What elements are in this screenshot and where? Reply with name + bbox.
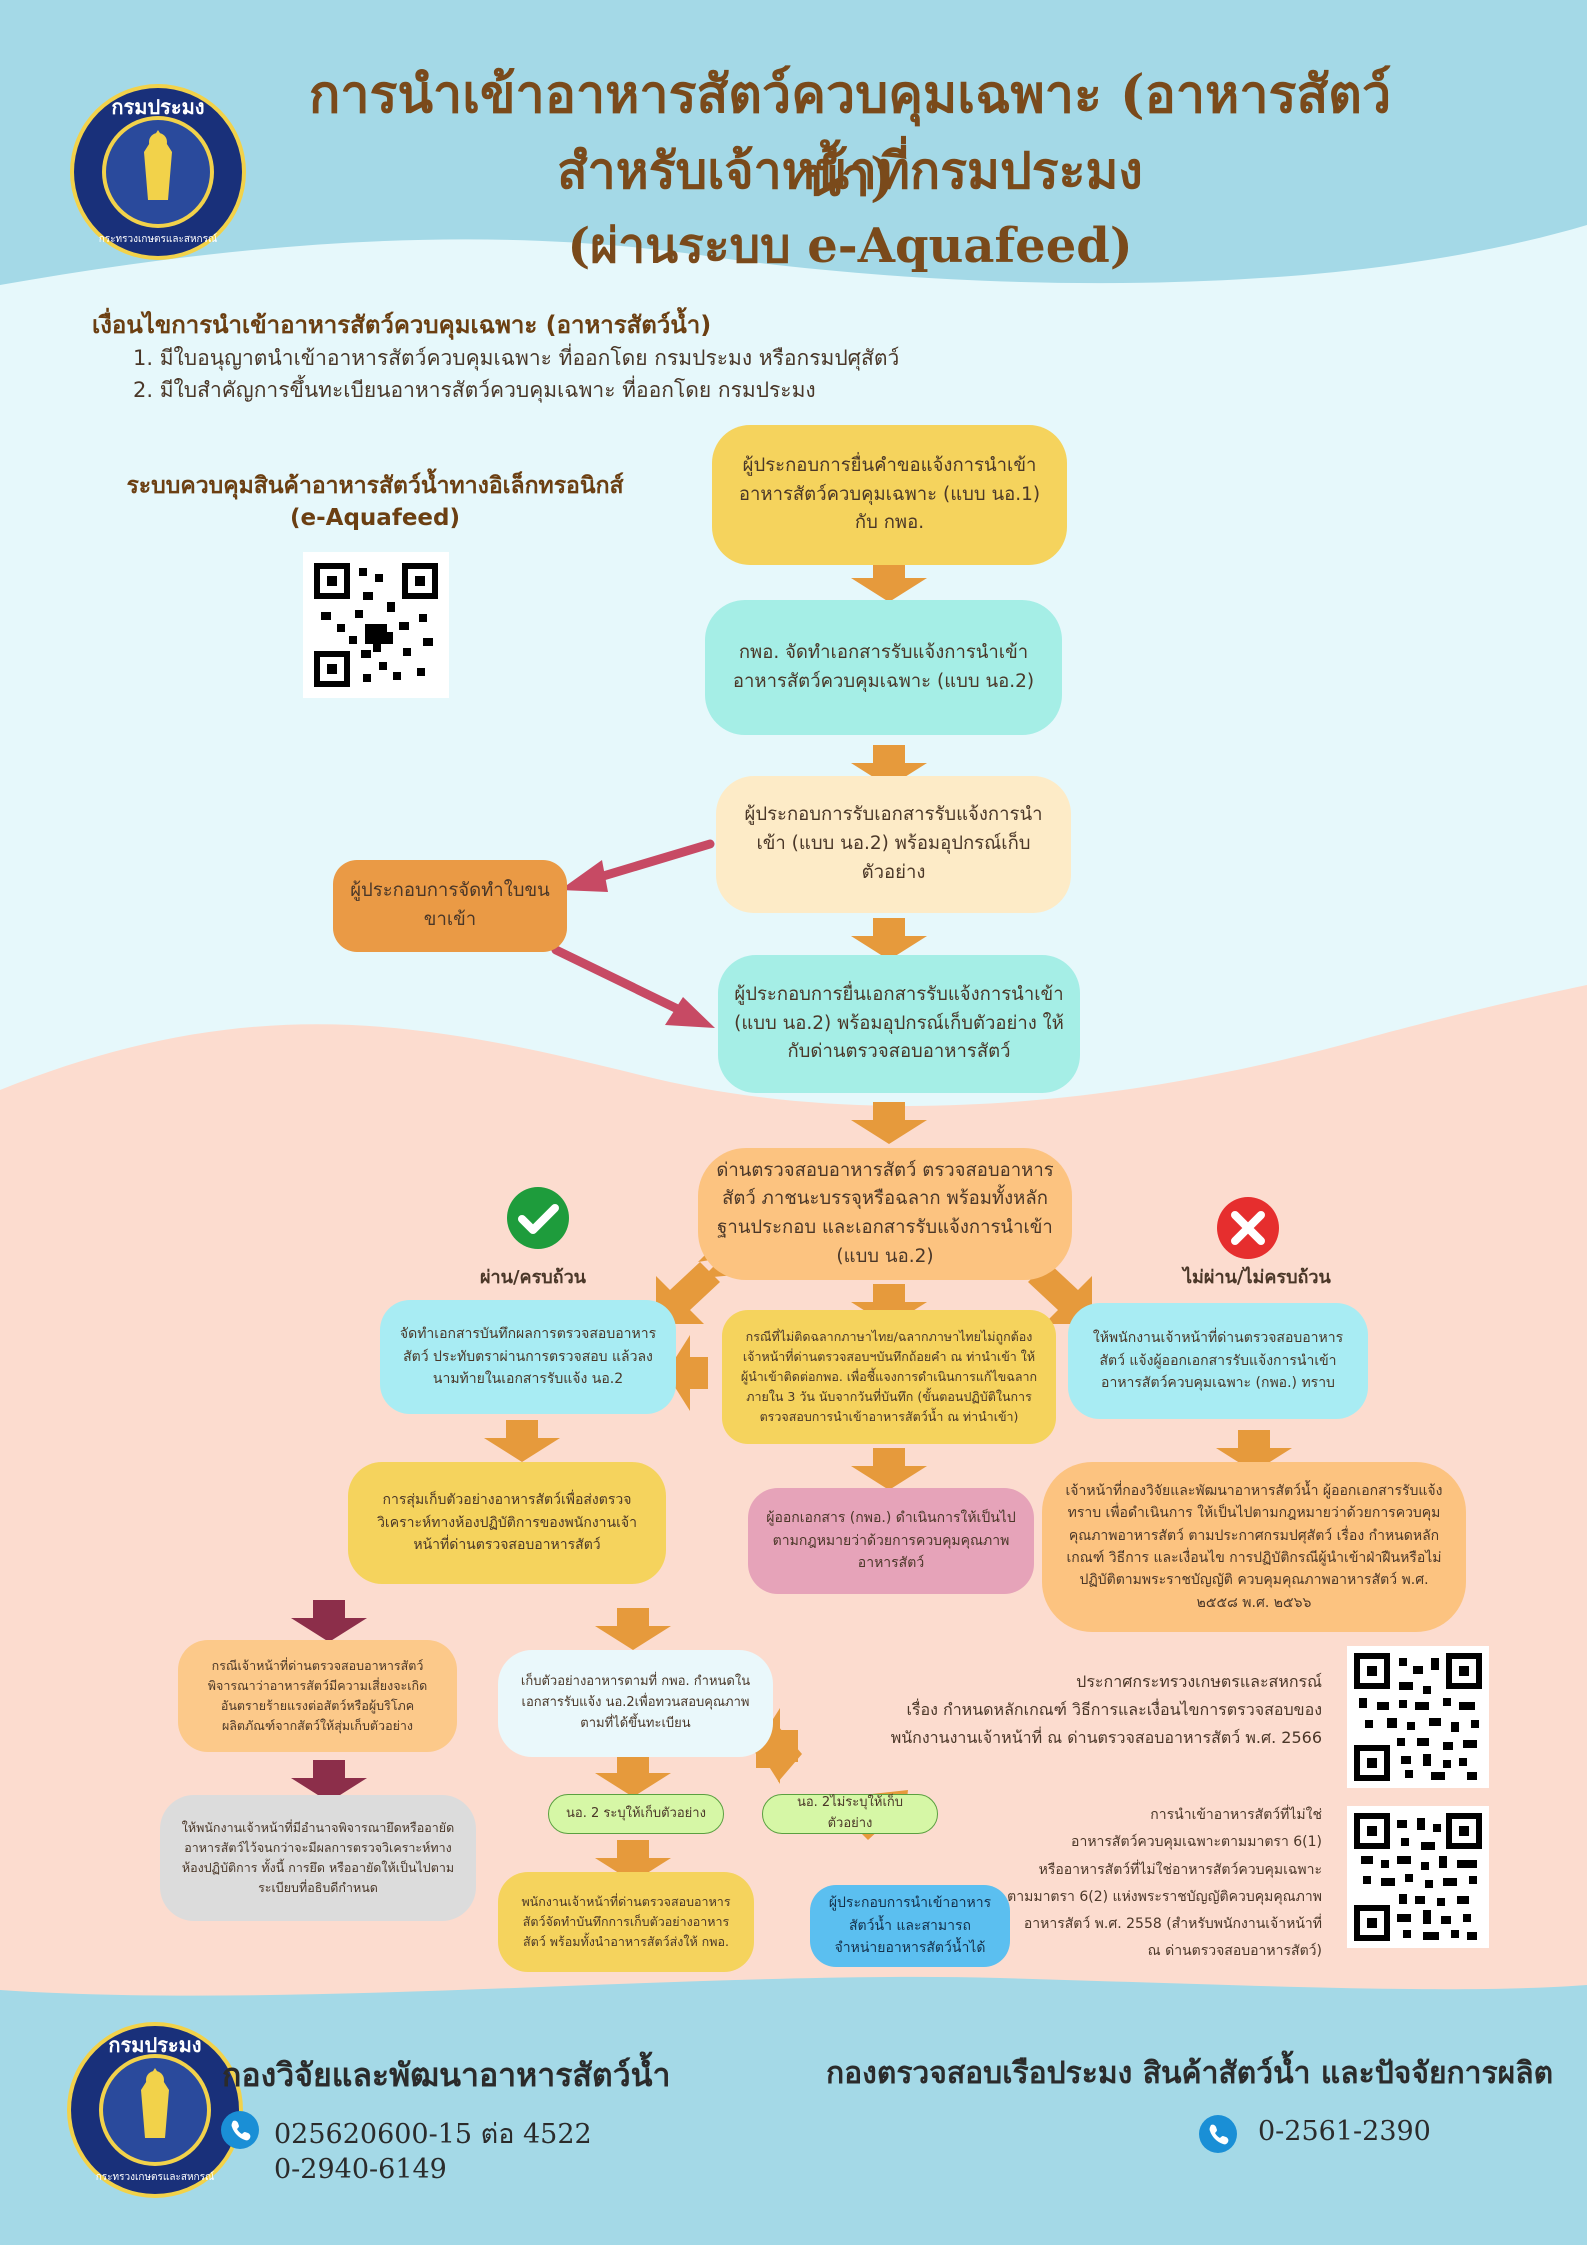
final-step-import-complete: ผู้ประกอบการนำเข้าอาหารสัตว์น้ำ และสามาร… — [810, 1885, 1010, 1967]
announcement-2: การนำเข้าอาหารสัตว์ที่ไม่ใช่ อาหารสัตว์ค… — [960, 1802, 1322, 1966]
pass-check-icon — [505, 1185, 571, 1255]
fail-x-icon — [1215, 1195, 1281, 1265]
step-5-inspection: ด่านตรวจสอบอาหารสัตว์ ตรวจสอบอาหารสัตว์ … — [698, 1148, 1072, 1280]
system-title: ระบบควบคุมสินค้าอาหารสัตว์น้ำทางอิเล็กทร… — [126, 473, 624, 499]
title-line-2: สำหรับเจ้าหน้าที่กรมประมง — [557, 141, 1143, 200]
condition-item-2: 2. มีใบสำคัญการขึ้นทะเบียนอาหารสัตว์ควบค… — [133, 378, 816, 402]
risk-case-step: กรณีเจ้าหน้าที่ด่านตรวจสอบอาหารสัตว์ พิจ… — [178, 1640, 457, 1752]
svg-text:กระทรวงเกษตรและสหกรณ์: กระทรวงเกษตรและสหกรณ์ — [96, 2171, 215, 2183]
condition-item-1: 1. มีใบอนุญาตนำเข้าอาหารสัตว์ควบคุมเฉพาะ… — [133, 346, 900, 370]
title-line-3: (ผ่านระบบ e-Aquafeed) — [567, 218, 1133, 274]
pass-label: ผ่าน/ครบถ้วน — [480, 1267, 586, 1288]
no2-not-specified-sample: นอ. 2ไม่ระบุให้เก็บตัวอย่าง — [762, 1794, 938, 1834]
collect-sample-step: เก็บตัวอย่างอาหารตามที่ กพอ. กำหนดในเอกส… — [498, 1650, 773, 1757]
announcement-2-line-5: อาหารสัตว์ พ.ศ. 2558 (สำหรับพนักงานเจ้าห… — [1023, 1916, 1322, 1933]
footer-left-org: กองวิจัยและพัฒนาอาหารสัตว์น้ำ — [222, 2056, 671, 2094]
conditions-title: เงื่อนไขการนำเข้าอาหารสัตว์ควบคุมเฉพาะ (… — [92, 311, 712, 339]
footer-right-org: กองตรวจสอบเรือประมง สินค้าสัตว์น้ำ และปั… — [826, 2056, 1554, 2091]
fail-step-2-legal: เจ้าหน้าที่กองวิจัยและพัฒนาอาหารสัตว์น้ำ… — [1042, 1462, 1466, 1632]
announcement-1: ประกาศกระทรวงเกษตรและสหกรณ์ เรื่อง กำหนด… — [880, 1668, 1322, 1752]
system-subtitle: (e-Aquafeed) — [290, 505, 460, 531]
announcement-2-qr-code[interactable] — [1347, 1806, 1489, 1948]
svg-text:กระทรวงเกษตรและสหกรณ์: กระทรวงเกษตรและสหกรณ์ — [99, 233, 218, 245]
announcement-2-line-6: ณ ด่านตรวจสอบอาหารสัตว์) — [1147, 1943, 1322, 1960]
phone-icon — [220, 2110, 260, 2154]
no2-specified-sample: นอ. 2 ระบุให้เก็บตัวอย่าง — [548, 1794, 724, 1834]
mid-step-2-legal: ผู้ออกเอกสาร (กพอ.) ดำเนินการให้เป็นไปตา… — [748, 1488, 1034, 1594]
footer-left-phone-2: 0-2940-6149 — [274, 2154, 447, 2185]
step-4-submit-document: ผู้ประกอบการยื่นเอกสารรับแจ้งการนำเข้า (… — [718, 955, 1080, 1093]
announcement-1-line-2: เรื่อง กำหนดหลักเกณฑ์ วิธีการและเงื่อนไข… — [906, 1700, 1322, 1719]
pass-step-2-sampling: การสุ่มเก็บตัวอย่างอาหารสัตว์เพื่อส่งตรว… — [348, 1462, 666, 1584]
footer-left-phone-1: 025620600-15 ต่อ 4522 — [274, 2119, 592, 2150]
phone-icon — [1198, 2114, 1238, 2158]
announcement-2-line-3: หรืออาหารสัตว์ที่ไม่ใช่อาหารสัตว์ควบคุมเ… — [1038, 1861, 1322, 1878]
step-1-submit-request: ผู้ประกอบการยื่นคำขอแจ้งการนำเข้าอาหารสั… — [712, 425, 1067, 565]
qr-code-icon — [1354, 1813, 1482, 1941]
e-aquafeed-qr-code[interactable] — [303, 552, 449, 698]
announcement-1-line-1: ประกาศกระทรวงเกษตรและสหกรณ์ — [1076, 1672, 1322, 1691]
dof-logo-top: กรมประมง กระทรวงเกษตรและสหกรณ์ — [68, 82, 248, 266]
seize-step: ให้พนักงานเจ้าหน้าที่มีอำนาจพิจารณายึดหร… — [160, 1795, 476, 1921]
announcement-2-line-1: การนำเข้าอาหารสัตว์ที่ไม่ใช่ — [1150, 1807, 1322, 1823]
svg-text:กรมประมง: กรมประมง — [111, 95, 204, 119]
mid-step-1-label-case: กรณีที่ไม่ติดฉลากภาษาไทย/ฉลากภาษาไทยไม่ถ… — [722, 1310, 1056, 1444]
announcement-1-line-3: พนักงานงานเจ้าหน้าที่ ณ ด่านตรวจสอบอาหาร… — [890, 1728, 1322, 1747]
pass-step-1-record: จัดทำเอกสารบันทึกผลการตรวจสอบอาหารสัตว์ … — [380, 1300, 676, 1414]
qr-code-icon — [1354, 1653, 1482, 1781]
step-3-receive-document: ผู้ประกอบการรับเอกสารรับแจ้งการนำเข้า (แ… — [716, 776, 1071, 913]
footer-right-phone: 0-2561-2390 — [1258, 2116, 1431, 2147]
announcement-2-line-2: อาหารสัตว์ควบคุมเฉพาะตามมาตรา 6(1) — [1071, 1834, 1322, 1851]
announcement-2-line-4: ตามมาตรา 6(2) แห่งพระราชบัญญัติควบคุมคุณ… — [1007, 1888, 1322, 1905]
qr-code-icon — [314, 563, 438, 687]
staff-record-step: พนักงานเจ้าหน้าที่ด่านตรวจสอบอาหารสัตว์จ… — [498, 1872, 754, 1972]
fail-step-1-notify: ให้พนักงานเจ้าหน้าที่ด่านตรวจสอบอาหารสัต… — [1068, 1303, 1368, 1419]
fail-label: ไม่ผ่าน/ไม่ครบถ้วน — [1183, 1267, 1331, 1288]
dof-logo-bottom: กรมประมง กระทรวงเกษตรและสหกรณ์ — [65, 2020, 245, 2204]
announcement-1-qr-code[interactable] — [1347, 1646, 1489, 1788]
title-line-1: การนำเข้าอาหารสัตว์ควบคุมเฉพาะ (อาหารสัต… — [308, 64, 1392, 208]
step-2-issue-document: กพอ. จัดทำเอกสารรับแจ้งการนำเข้าอาหารสัต… — [705, 600, 1062, 735]
svg-text:กรมประมง: กรมประมง — [108, 2033, 201, 2057]
side-step-import-manifest: ผู้ประกอบการจัดทำใบขนขาเข้า — [333, 860, 567, 952]
